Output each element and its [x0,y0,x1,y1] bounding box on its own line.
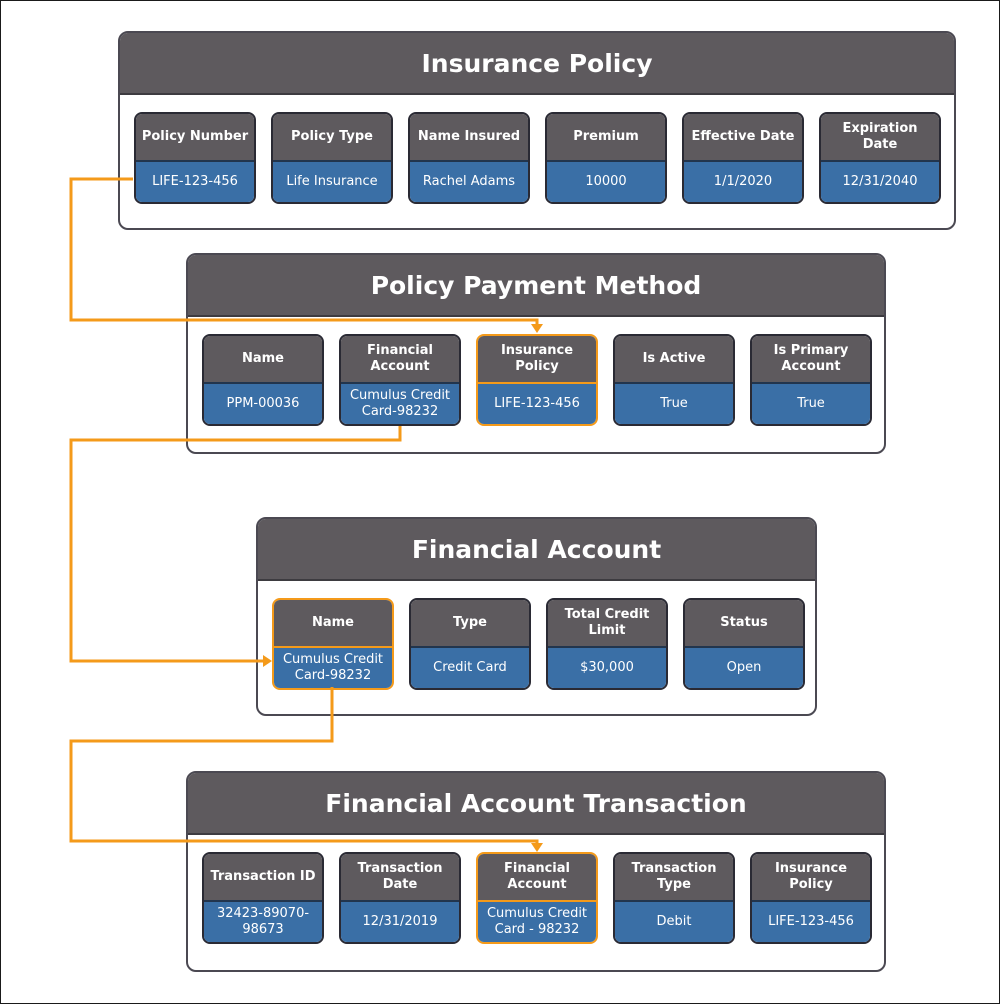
field-insurance-policy: Insurance Policy LIFE-123-456 [476,334,598,426]
field-label: Name [204,336,322,382]
field-name: Name Cumulus Credit Card-98232 [272,598,394,690]
field-label: Insurance Policy [752,854,870,900]
field-value: 1/1/2020 [684,160,802,202]
financial-account-title: Financial Account [258,519,815,581]
field-label: Is Primary Account [752,336,870,382]
policy-payment-method-box: Policy Payment Method Name PPM-00036 Fin… [186,253,886,454]
field-policy-number: Policy Number LIFE-123-456 [134,112,256,204]
field-value: Debit [615,900,733,942]
field-label: Premium [547,114,665,160]
field-label: Transaction Date [341,854,459,900]
field-value: Cumulus Credit Card-98232 [274,646,392,688]
arrowhead-down-icon [531,843,543,852]
field-value: Cumulus Credit Card - 98232 [478,900,596,942]
field-value: Credit Card [411,646,529,688]
field-label: Expiration Date [821,114,939,160]
field-value: Rachel Adams [410,160,528,202]
connector-financial-account-to-transaction [69,687,539,845]
field-label: Is Active [615,336,733,382]
field-value: LIFE-123-456 [478,382,596,424]
field-name: Name PPM-00036 [202,334,324,426]
field-value: LIFE-123-456 [752,900,870,942]
field-value: True [615,382,733,424]
field-insurance-policy: Insurance Policy LIFE-123-456 [750,852,872,944]
field-label: Insurance Policy [478,336,596,382]
field-value: LIFE-123-456 [136,160,254,202]
field-label: Total Credit Limit [548,600,666,646]
field-is-active: Is Active True [613,334,735,426]
field-value: PPM-00036 [204,382,322,424]
field-financial-account: Financial Account Cumulus Credit Card-98… [339,334,461,426]
field-policy-type: Policy Type Life Insurance [271,112,393,204]
field-transaction-type: Transaction Type Debit [613,852,735,944]
field-expiration-date: Expiration Date 12/31/2040 [819,112,941,204]
connector-payment-method-to-financial-account [69,426,402,663]
financial-account-transaction-title: Financial Account Transaction [188,773,884,835]
field-label: Type [411,600,529,646]
financial-account-transaction-box: Financial Account Transaction Transactio… [186,771,886,972]
field-value: 10000 [547,160,665,202]
financial-account-box: Financial Account Name Cumulus Credit Ca… [256,517,817,716]
field-label: Transaction ID [204,854,322,900]
field-value: 12/31/2019 [341,900,459,942]
policy-payment-method-title: Policy Payment Method [188,255,884,317]
field-value: 32423-89070-98673 [204,900,322,942]
field-label: Status [685,600,803,646]
field-label: Name [274,600,392,646]
field-label: Name Insured [410,114,528,160]
field-value: Cumulus Credit Card-98232 [341,382,459,424]
field-status: Status Open [683,598,805,690]
field-transaction-date: Transaction Date 12/31/2019 [339,852,461,944]
connector-policy-to-payment-method [69,177,539,326]
arrowhead-right-icon [263,655,272,667]
field-value: 12/31/2040 [821,160,939,202]
field-financial-account: Financial Account Cumulus Credit Card - … [476,852,598,944]
field-total-credit-limit: Total Credit Limit $30,000 [546,598,668,690]
field-value: Open [685,646,803,688]
field-premium: Premium 10000 [545,112,667,204]
arrowhead-down-icon [531,324,543,333]
field-label: Effective Date [684,114,802,160]
field-value: $30,000 [548,646,666,688]
field-value: True [752,382,870,424]
field-is-primary-account: Is Primary Account True [750,334,872,426]
field-transaction-id: Transaction ID 32423-89070-98673 [202,852,324,944]
field-label: Policy Number [136,114,254,160]
field-label: Financial Account [341,336,459,382]
insurance-policy-box: Insurance Policy Policy Number LIFE-123-… [118,31,956,230]
field-value: Life Insurance [273,160,391,202]
field-label: Transaction Type [615,854,733,900]
field-label: Policy Type [273,114,391,160]
field-effective-date: Effective Date 1/1/2020 [682,112,804,204]
insurance-policy-title: Insurance Policy [120,33,954,95]
field-type: Type Credit Card [409,598,531,690]
field-name-insured: Name Insured Rachel Adams [408,112,530,204]
field-label: Financial Account [478,854,596,900]
